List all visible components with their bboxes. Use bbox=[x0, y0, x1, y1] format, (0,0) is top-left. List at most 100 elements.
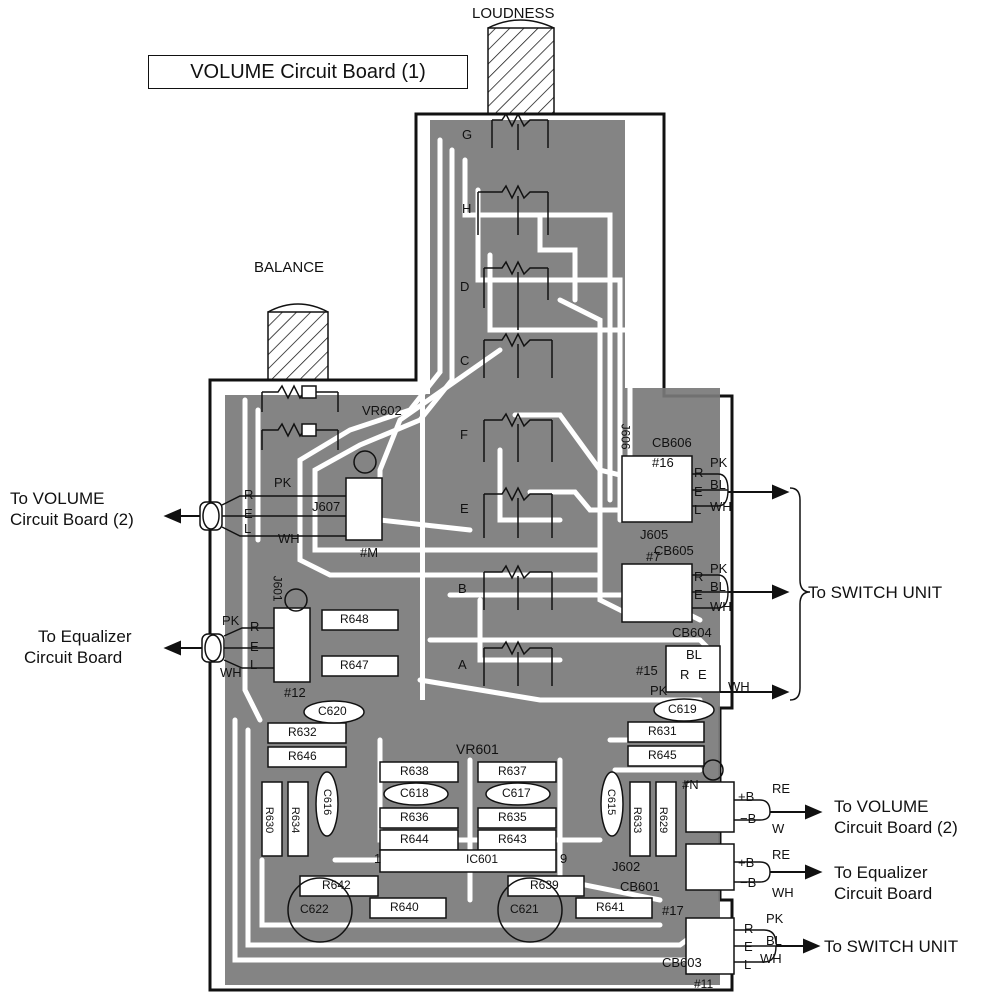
wire-pk-left-top: PK bbox=[274, 475, 292, 490]
wire-e-bottom: E bbox=[744, 939, 753, 954]
right-volume-board: Circuit Board (2) bbox=[834, 818, 958, 837]
wire-plusb-2: +B bbox=[738, 855, 755, 870]
left-equalizer-label: To Equalizer bbox=[38, 627, 132, 646]
wire-r-r3: R bbox=[680, 667, 690, 682]
tap-d: D bbox=[460, 279, 470, 294]
label-r629: R629 bbox=[657, 806, 670, 834]
label-12: #12 bbox=[284, 685, 306, 700]
label-vr602: VR602 bbox=[362, 403, 402, 418]
label-j606: J606 bbox=[618, 423, 633, 450]
label-cb605: CB605 bbox=[654, 543, 694, 558]
label-7: #7 bbox=[646, 549, 661, 564]
switch-unit-label-mid: To SWITCH UNIT bbox=[808, 583, 943, 602]
wire-re-2: RE bbox=[772, 847, 791, 862]
wire-wh-r2: WH bbox=[710, 599, 732, 614]
label-c619: C619 bbox=[668, 702, 697, 716]
label-r646: R646 bbox=[288, 749, 317, 763]
loudness-shaft bbox=[487, 27, 555, 115]
vr601-sections bbox=[477, 112, 553, 686]
label-r644: R644 bbox=[400, 832, 429, 846]
label-c622: C622 bbox=[300, 902, 329, 916]
tap-c: C bbox=[460, 353, 470, 368]
label-j602: J602 bbox=[612, 859, 641, 874]
wire-plusb-1: +B bbox=[738, 789, 755, 804]
wire-bl-r2: BL bbox=[710, 579, 726, 594]
ic601-body bbox=[379, 849, 557, 873]
label-r638: R638 bbox=[400, 764, 429, 778]
left-volume-board: Circuit Board (2) bbox=[10, 510, 134, 529]
label-j607: J607 bbox=[312, 499, 341, 514]
label-c615: C615 bbox=[605, 788, 618, 816]
label-c618: C618 bbox=[400, 786, 429, 800]
lead-wires bbox=[221, 473, 777, 963]
label-r636: R636 bbox=[400, 810, 429, 824]
tap-g: G bbox=[462, 127, 473, 142]
label-11: #11 bbox=[694, 977, 714, 991]
wire-wh-r1: WH bbox=[710, 499, 732, 514]
label-c617: C617 bbox=[502, 786, 531, 800]
label-j605: J605 bbox=[640, 527, 669, 542]
tap-h: H bbox=[462, 201, 472, 216]
tap-e: E bbox=[460, 501, 469, 516]
test-points bbox=[284, 450, 724, 781]
board-title: VOLUME Circuit Board (1) bbox=[148, 55, 468, 89]
label-r634: R634 bbox=[289, 806, 302, 834]
switch-unit-brace bbox=[789, 487, 811, 701]
label-r633: R633 bbox=[631, 806, 644, 834]
wire-pk-r1: PK bbox=[710, 455, 728, 470]
label-cb603: CB603 bbox=[662, 955, 702, 970]
wire-e-r3: E bbox=[698, 667, 707, 682]
wire-wh-bottom: WH bbox=[760, 951, 782, 966]
left-volume-label: To VOLUME bbox=[10, 489, 105, 508]
wire-l-r1: L bbox=[694, 502, 702, 517]
label-c621: C621 bbox=[510, 902, 539, 916]
label-pin1: 1 bbox=[374, 851, 382, 866]
label-j601: J601 bbox=[270, 575, 285, 602]
wire-e-left-top: E bbox=[244, 506, 253, 521]
wire-pk-r3: PK bbox=[650, 683, 668, 698]
wire-l-left-bottom: L bbox=[250, 657, 258, 672]
label-r641: R641 bbox=[596, 900, 625, 914]
tap-f: F bbox=[460, 427, 468, 442]
label-cb601: CB601 bbox=[620, 879, 660, 894]
wire-r-left-top: R bbox=[244, 487, 254, 502]
tap-a: A bbox=[458, 657, 467, 672]
label-n: #N bbox=[682, 777, 699, 792]
wire-bl-bottom: BL bbox=[766, 933, 782, 948]
label-15: #15 bbox=[636, 663, 658, 678]
wire-wh-r3: WH bbox=[728, 679, 750, 694]
label-r645: R645 bbox=[648, 748, 677, 762]
label-r635: R635 bbox=[498, 810, 527, 824]
label-r640: R640 bbox=[390, 900, 419, 914]
wire-pk-bottom: PK bbox=[766, 911, 784, 926]
resistor-bodies bbox=[261, 609, 705, 919]
left-equalizer-board: Circuit Board bbox=[24, 648, 123, 667]
wire-pk-left-bottom: PK bbox=[222, 613, 240, 628]
wire-r-left-bottom: R bbox=[250, 619, 260, 634]
vr602-sections bbox=[261, 384, 339, 450]
label-r631: R631 bbox=[648, 724, 677, 738]
wire-r-bottom: R bbox=[744, 921, 754, 936]
switch-unit-label-bottom: To SWITCH UNIT bbox=[824, 937, 959, 956]
label-r632: R632 bbox=[288, 725, 317, 739]
label-r648: R648 bbox=[340, 612, 369, 626]
label-r639: R639 bbox=[530, 878, 559, 892]
wire-e-left-bottom: E bbox=[250, 639, 259, 654]
wire-l-bottom: L bbox=[744, 957, 752, 972]
wire-bl-r3: BL bbox=[686, 647, 702, 662]
right-equalizer-board: Circuit Board bbox=[834, 884, 933, 903]
loudness-label: LOUDNESS bbox=[472, 5, 555, 22]
label-c620: C620 bbox=[318, 704, 347, 718]
wire-bl-r1: BL bbox=[710, 477, 726, 492]
label-ic601: IC601 bbox=[466, 852, 499, 866]
wire-e-r1: E bbox=[694, 484, 703, 499]
label-16: #16 bbox=[652, 455, 674, 470]
wire-e-r2: E bbox=[694, 587, 703, 602]
label-c616: C616 bbox=[321, 788, 334, 816]
label-r643: R643 bbox=[498, 832, 527, 846]
left-plugs bbox=[199, 501, 225, 663]
wire-wh-left-bottom: WH bbox=[220, 665, 242, 680]
traces bbox=[232, 137, 723, 963]
